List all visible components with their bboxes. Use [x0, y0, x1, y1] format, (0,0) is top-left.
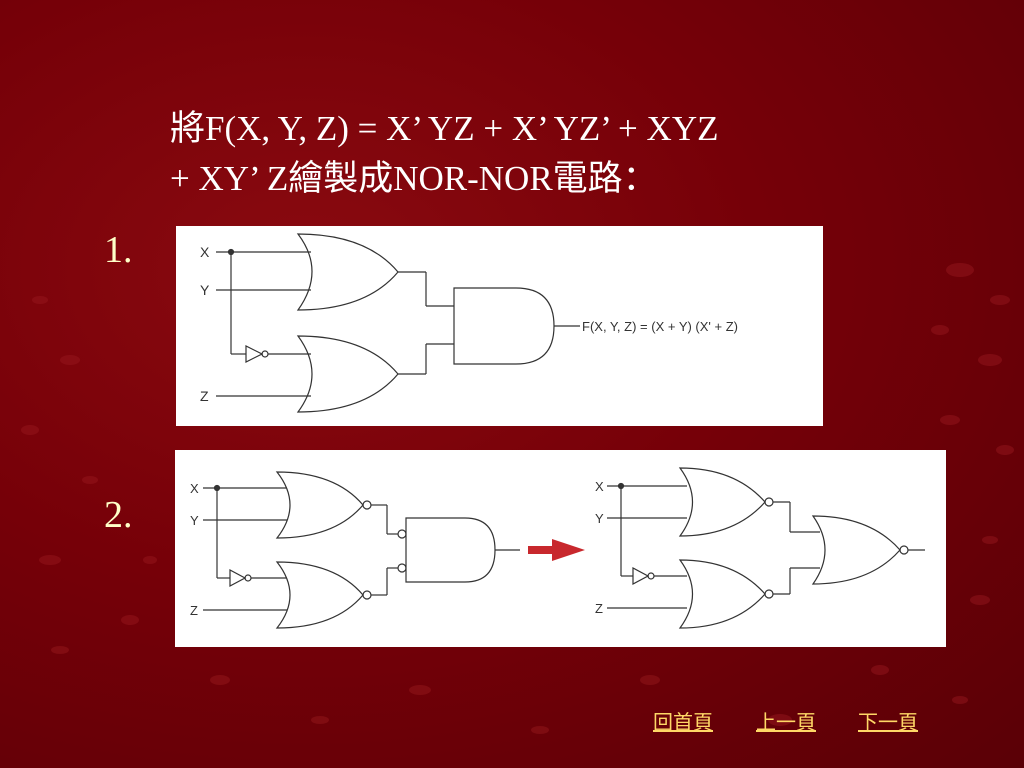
d1-input-y: Y	[200, 282, 210, 298]
d2-left-input-x: X	[190, 481, 199, 496]
or-and-circuit-diagram: X Y Z F(X, Y, Z) = (X + Y) (X' + Z)	[200, 233, 738, 413]
slide-title: 將F(X, Y, Z) = X’ YZ + X’ YZ’ + XYZ + XY’…	[170, 104, 990, 204]
d2-right-input-y: Y	[595, 511, 604, 526]
d2-left-input-z: Z	[190, 603, 198, 618]
d1-input-z: Z	[200, 388, 209, 404]
title-line-1: 將F(X, Y, Z) = X’ YZ + X’ YZ’ + XYZ	[170, 109, 719, 148]
item-number-2: 2.	[104, 494, 133, 536]
prev-page-link[interactable]: 上一頁	[756, 712, 816, 734]
diagram-1-panel: X Y Z F(X, Y, Z) = (X + Y) (X' + Z)	[176, 226, 823, 426]
next-page-link[interactable]: 下一頁	[858, 712, 918, 734]
nor-nor-conversion-diagram: X Y Z X Y Z	[190, 467, 925, 629]
diagram-2-panel: X Y Z X Y Z	[175, 450, 946, 647]
d2-right-input-x: X	[595, 479, 604, 494]
d2-right-input-z: Z	[595, 601, 603, 616]
home-link[interactable]: 回首頁	[653, 712, 713, 734]
title-line-2: + XY’ Z繪製成NOR-NOR電路：	[170, 159, 658, 198]
d2-left-input-y: Y	[190, 513, 199, 528]
conversion-arrow-icon	[528, 539, 585, 561]
d1-output-label: F(X, Y, Z) = (X + Y) (X' + Z)	[582, 319, 738, 334]
item-number-1: 1.	[104, 229, 133, 271]
d1-input-x: X	[200, 244, 210, 260]
